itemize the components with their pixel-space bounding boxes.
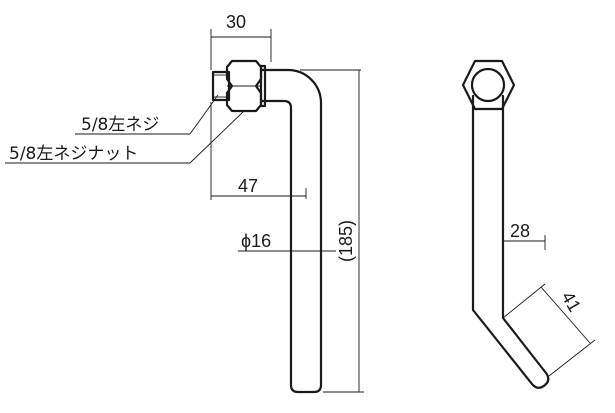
dim-41-ext-top — [502, 283, 546, 319]
dim-41-ext-bottom — [548, 339, 596, 377]
side-nut-hole — [470, 67, 506, 103]
thread-leader — [189, 94, 219, 135]
dim-47-text: 47 — [238, 176, 258, 196]
nut-leader — [189, 111, 244, 164]
nut-label: 5/8左ネジナット — [9, 144, 138, 164]
dim-41-line — [540, 286, 591, 344]
side-rod-outline — [471, 94, 550, 389]
dim-185-text: (185) — [336, 220, 356, 262]
washer — [259, 64, 267, 108]
dim-30-text: 30 — [226, 12, 246, 32]
side-view: 28 41 — [461, 59, 596, 389]
front-view: 30 47 ϕ16 (185) 5/8左ネジ 5/8左ネジナット — [5, 12, 364, 394]
thread-label: 5/8左ネジ — [81, 115, 159, 135]
bolt-rod-outline — [260, 68, 323, 394]
diameter-text: ϕ16 — [241, 231, 271, 251]
dim-28-text: 28 — [510, 221, 530, 241]
